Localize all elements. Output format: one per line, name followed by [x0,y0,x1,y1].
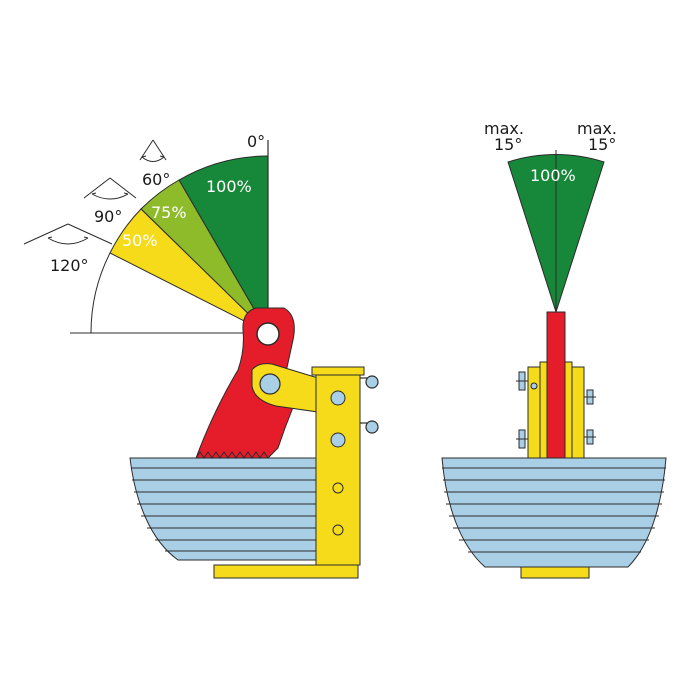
side-view: 0° 60° 90° 120° 100% 75% 50% [23,132,379,579]
clamp-body-cap [311,366,365,376]
front-side-hardware [516,371,596,449]
sector-50-percent [109,208,269,334]
sector-label-75: 75% [151,203,187,222]
angle-label-120: 120° [50,256,89,275]
angle-reference-arc [90,252,111,334]
label-right-max: max. [577,119,617,138]
body-bolt-1 [330,390,346,406]
side-loops [360,375,379,434]
label-left-deg: 15° [494,135,522,154]
sector-label-100-front: 100% [530,166,576,185]
angle-indicator-60 [139,139,167,162]
linkage-pivot [259,373,281,395]
lifting-eye-hole [256,322,280,346]
front-side-plate-left [527,366,541,459]
front-view: max. 15° max. 15° 100% [441,119,667,579]
body-hole-2 [332,524,344,536]
sector-label-100: 100% [206,177,252,196]
front-side-plate-right [571,366,585,459]
cam-teeth [195,451,269,459]
body-bolt-2 [330,432,346,448]
body-hole-1 [332,482,344,494]
angle-indicator-120 [23,223,113,245]
label-left-max: max. [484,119,524,138]
front-side-plate-inner-right [564,361,573,459]
front-side-plate-inner-left [539,361,548,459]
angle-label-90: 90° [94,207,122,226]
lifting-eye-front [546,311,566,459]
angle-label-60: 60° [142,170,170,189]
bottom-jaw-front [520,566,590,579]
angle-label-0: 0° [247,132,265,151]
label-right-deg: 15° [588,135,616,154]
steel-plate-stack-front [441,457,667,568]
sector-100-percent [178,155,269,335]
sector-label-50: 50% [122,231,158,250]
angle-indicator-90 [83,177,137,200]
front-pivot-pin [530,382,538,390]
bottom-jaw-side [213,564,359,579]
steel-plate-stack-side [129,457,319,561]
